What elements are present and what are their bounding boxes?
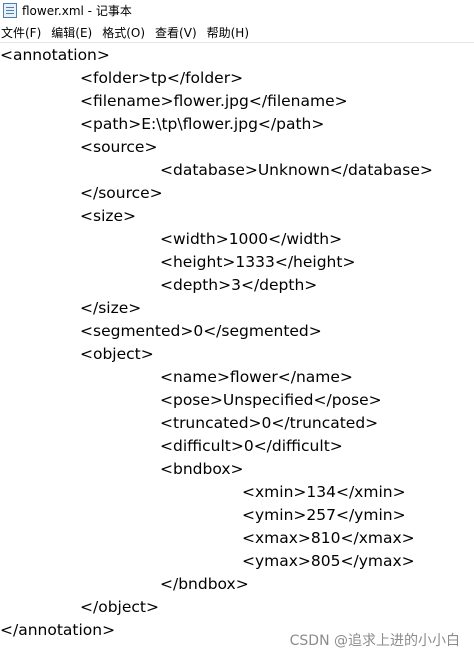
xml-line: <xmax>810</xmax> [242, 529, 415, 547]
xml-line: <folder>tp</folder> [80, 69, 244, 87]
menu-edit[interactable]: 编辑(E) [51, 25, 93, 40]
xml-line: <segmented>0</segmented> [80, 322, 322, 340]
xml-line: <size> [80, 207, 137, 225]
xml-line: <ymax>805</ymax> [242, 552, 415, 570]
xml-line: <annotation> [0, 46, 110, 64]
xml-line: <bndbox> [160, 460, 244, 478]
xml-line: </annotation> [0, 621, 116, 639]
menu-help[interactable]: 帮助(H) [206, 25, 250, 40]
xml-line: <difficult>0</difficult> [160, 437, 343, 455]
xml-line: </bndbox> [160, 575, 249, 593]
xml-line: </object> [80, 598, 159, 616]
menu-format[interactable]: 格式(O) [102, 25, 146, 40]
xml-line: </source> [80, 184, 163, 202]
xml-line: <pose>Unspecified</pose> [160, 391, 382, 409]
xml-line: <database>Unknown</database> [160, 161, 433, 179]
xml-line: <truncated>0</truncated> [160, 414, 379, 432]
xml-line: <height>1333</height> [160, 253, 356, 271]
notepad-icon [3, 2, 17, 18]
xml-line: <width>1000</width> [160, 230, 343, 248]
window-title: flower.xml - 记事本 [22, 3, 132, 18]
xml-line: <path>E:\tp\flower.jpg</path> [80, 115, 325, 133]
xml-line: <ymin>257</ymin> [242, 506, 406, 524]
menu-view[interactable]: 查看(V) [155, 25, 197, 40]
xml-line: </size> [80, 299, 142, 317]
xml-line: <xmin>134</xmin> [242, 483, 406, 501]
menu-bar: 文件(F) 编辑(E) 格式(O) 查看(V) 帮助(H) [0, 22, 474, 43]
menu-file[interactable]: 文件(F) [1, 25, 42, 40]
csdn-watermark: CSDN @追求上进的小小白 [289, 633, 460, 649]
xml-line: <source> [80, 138, 158, 156]
xml-line: <depth>3</depth> [160, 276, 318, 294]
text-editor[interactable]: <annotation> <folder>tp</folder> <filena… [0, 44, 474, 656]
title-bar: flower.xml - 记事本 [0, 0, 474, 20]
xml-line: <object> [80, 345, 154, 363]
xml-line: <filename>flower.jpg</filename> [80, 92, 348, 110]
xml-line: <name>flower</name> [160, 368, 353, 386]
